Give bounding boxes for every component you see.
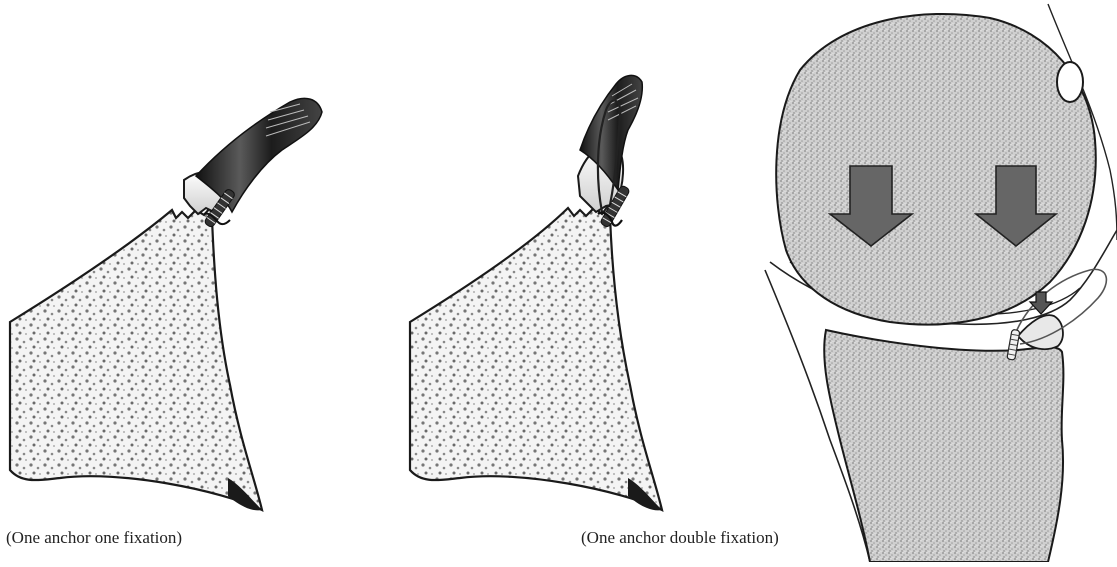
caption-one-anchor-double-fixation: (One anchor double fixation) — [581, 528, 779, 548]
bone-body-middle — [410, 206, 662, 510]
tendon-cross-section — [1057, 62, 1083, 102]
bone-body-left — [10, 208, 262, 510]
caption-one-anchor-one-fixation: (One anchor one fixation) — [6, 528, 182, 548]
left-panel-one-fixation — [10, 98, 322, 510]
humeral-head — [776, 14, 1096, 325]
right-panel-axial-view — [765, 4, 1117, 562]
middle-panel-double-fixation — [410, 75, 662, 510]
